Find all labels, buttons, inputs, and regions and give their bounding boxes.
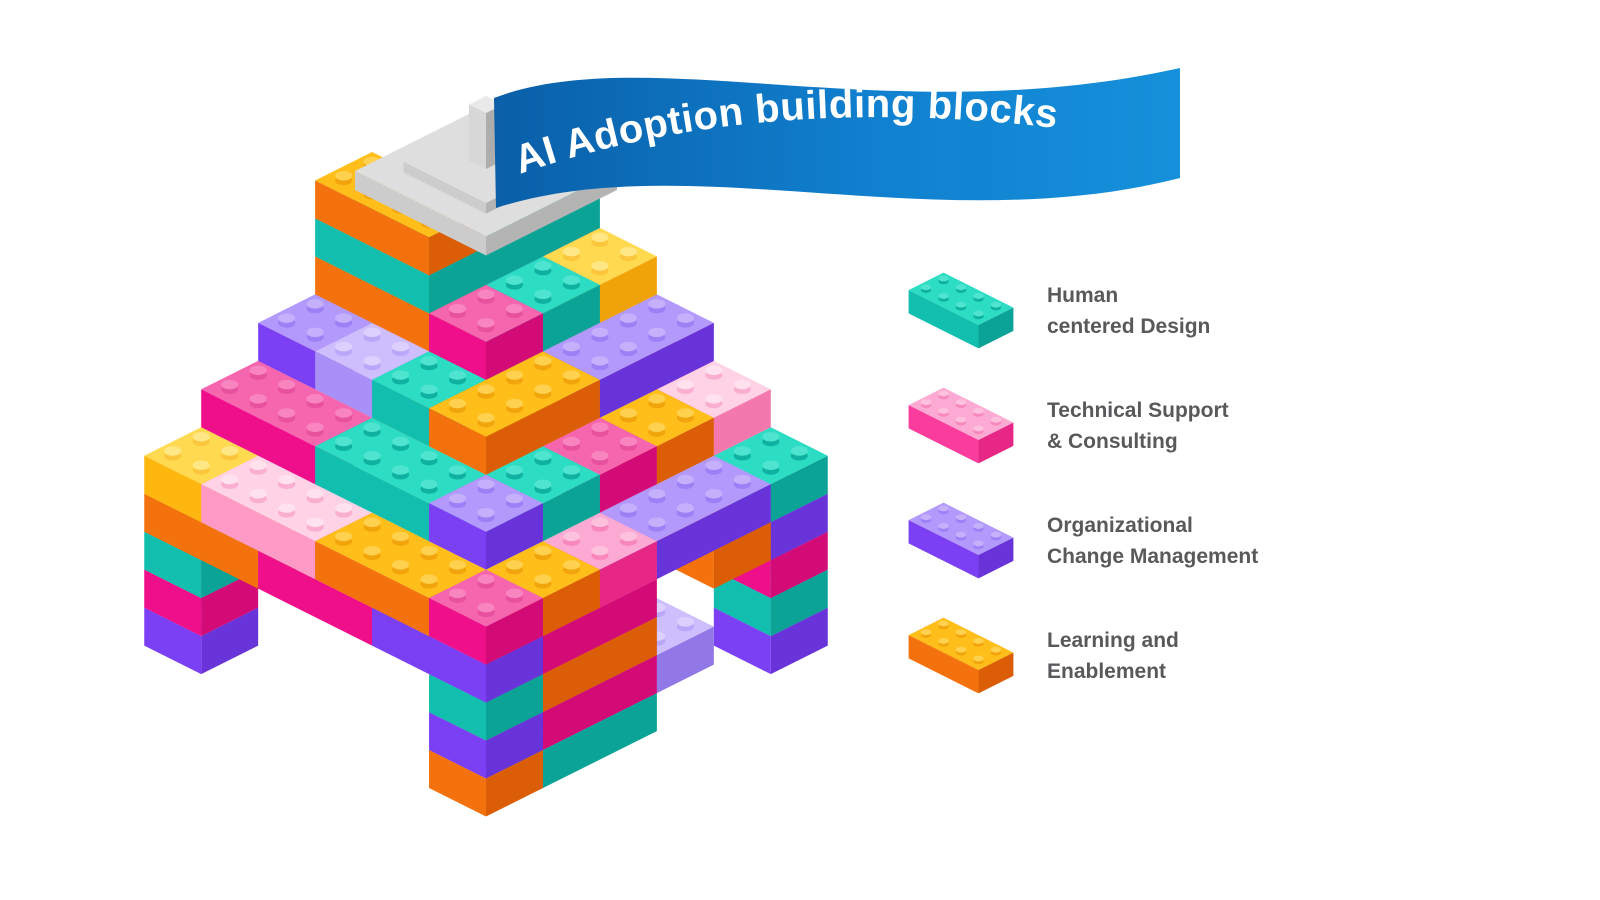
legend-label-line: Technical Support xyxy=(1047,398,1229,422)
legend-item-learning-and-enablement: Learning and Enablement xyxy=(905,613,1335,698)
legend-label-line: centered Design xyxy=(1047,314,1211,338)
legend-brick-icon xyxy=(908,272,1014,349)
legend-label-line: Organizational xyxy=(1047,513,1193,537)
legend-label: Organizational Change Management xyxy=(1047,510,1258,572)
legend-label-line: Learning and xyxy=(1047,628,1179,652)
legend-label-line: Change Management xyxy=(1047,544,1259,568)
legend-item-human-centered-design: Human centered Design xyxy=(905,268,1335,353)
legend-label-line: & Consulting xyxy=(1047,429,1178,453)
legend-item-technical-support-consulting: Technical Support & Consulting xyxy=(905,383,1335,468)
legend-brick-icon xyxy=(908,387,1014,464)
banner-ribbon xyxy=(494,68,1180,208)
legend-brick-icon xyxy=(908,502,1014,579)
legend-label-line: Human xyxy=(1047,283,1119,307)
lego-bricks xyxy=(144,105,828,817)
legend-label: Technical Support & Consulting xyxy=(1047,395,1229,457)
legend-label: Learning and Enablement xyxy=(1047,625,1179,687)
legend: Human centered Design Technical Support … xyxy=(905,268,1335,728)
legend-label: Human centered Design xyxy=(1047,280,1210,342)
legend-item-organizational-change-management: Organizational Change Management xyxy=(905,498,1335,583)
flag-banner: AI Adoption building blocks xyxy=(494,68,1180,208)
legend-brick-icon xyxy=(908,617,1014,694)
legend-label-line: Enablement xyxy=(1047,659,1167,683)
lego-house-illustration xyxy=(144,95,828,817)
